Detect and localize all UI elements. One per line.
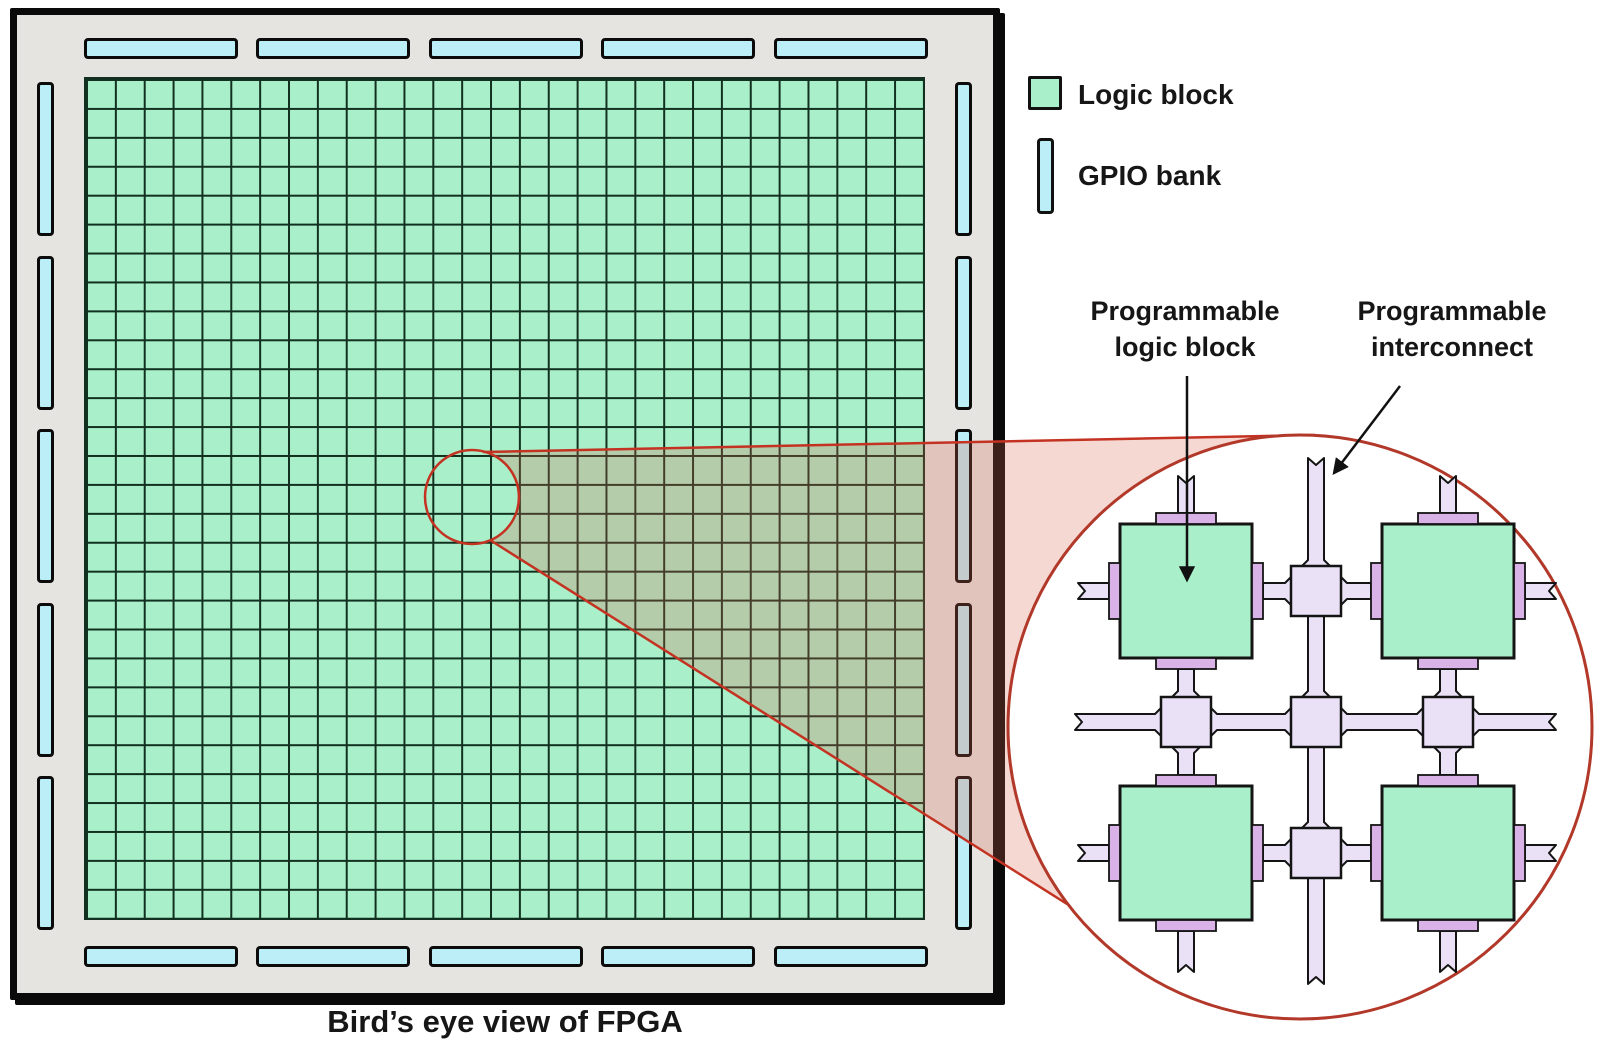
block-pad (1155, 774, 1217, 787)
gpio-bank-right (955, 776, 972, 930)
interconnect-wire (1301, 615, 1331, 698)
interconnect-wire (1340, 576, 1372, 606)
interconnect-wire (1340, 707, 1424, 737)
programmable-logic-block-label-line1: Programmable (1090, 296, 1280, 326)
interconnect-wire (1524, 582, 1557, 600)
interconnect-wire (1074, 707, 1162, 737)
block-pad (1513, 824, 1526, 882)
gpio-bank-left (37, 776, 54, 930)
interconnect-wire (1433, 668, 1463, 698)
zoom-detail-lens (1006, 433, 1594, 1021)
interconnect-wire (1171, 746, 1201, 776)
gpio-bank-swatch (1037, 138, 1054, 214)
programmable-interconnect-switch (1289, 564, 1343, 618)
logic-block-swatch (1028, 76, 1062, 110)
interconnect-wire (1210, 707, 1292, 737)
gpio-bank-left (37, 603, 54, 757)
logic-block-legend-label: Logic block (1078, 79, 1234, 110)
block-pad (1417, 657, 1479, 670)
block-pad (1155, 657, 1217, 670)
gpio-bank-right (955, 82, 972, 236)
block-pad (1108, 562, 1121, 620)
programmable-logic-block (1380, 522, 1516, 660)
interconnect-wire (1433, 746, 1463, 776)
logic-block-grid (84, 77, 925, 920)
interconnect-wire (1301, 457, 1331, 567)
programmable-interconnect-switch (1421, 695, 1475, 749)
interconnect-wire (1177, 930, 1195, 973)
block-pad (1251, 824, 1264, 882)
interconnect-wire (1077, 844, 1110, 862)
interconnect-wire (1472, 707, 1557, 737)
programmable-logic-block-label-line2: logic block (1114, 332, 1256, 362)
interconnect-wire (1340, 838, 1372, 868)
block-pad (1251, 562, 1264, 620)
programmable-interconnect-switch (1289, 695, 1343, 749)
gpio-bank-top (84, 38, 238, 59)
gpio-bank-bottom (774, 946, 928, 967)
gpio-bank-bottom (84, 946, 238, 967)
programmable-interconnect-label-line2: interconnect (1370, 332, 1534, 362)
programmable-logic-block (1118, 784, 1254, 922)
interconnect-callout-arrow (1332, 385, 1401, 475)
interconnect-wire (1439, 475, 1457, 514)
gpio-bank-top (774, 38, 928, 59)
gpio-bank-left (37, 256, 54, 410)
interconnect-wire (1524, 844, 1557, 862)
gpio-bank-left (37, 82, 54, 236)
programmable-logic-block (1118, 522, 1254, 660)
gpio-bank-top (601, 38, 755, 59)
block-pad (1417, 512, 1479, 525)
gpio-bank-top (429, 38, 583, 59)
zoom-detail-circle (1006, 433, 1594, 1021)
block-pad (1108, 824, 1121, 882)
block-pad (1155, 512, 1217, 525)
interconnect-wire (1301, 746, 1331, 829)
programmable-interconnect-label: Programmable interconnect (1302, 293, 1600, 365)
gpio-bank-top (256, 38, 410, 59)
programmable-interconnect-switch (1289, 826, 1343, 880)
gpio-bank-bottom (256, 946, 410, 967)
programmable-interconnect-switch (1159, 695, 1213, 749)
block-pad (1417, 774, 1479, 787)
block-pad (1155, 919, 1217, 932)
programmable-interconnect-label-line1: Programmable (1357, 296, 1547, 326)
interconnect-wire (1262, 576, 1292, 606)
gpio-bank-right (955, 603, 972, 757)
figure-caption: Bird’s eye view of FPGA (327, 1004, 683, 1039)
callout-arrows (1178, 376, 1401, 583)
programmable-logic-block (1380, 784, 1516, 922)
interconnect-wire (1307, 877, 1325, 985)
programmable-logic-block-label: Programmable logic block (1035, 293, 1335, 365)
gpio-bank-right (955, 256, 972, 410)
interconnect-wire (1077, 582, 1110, 600)
interconnect-wire (1177, 475, 1195, 514)
interconnect-wire (1439, 930, 1457, 973)
fpga-chip (10, 8, 1000, 1000)
gpio-bank-bottom (429, 946, 583, 967)
gpio-bank-left (37, 429, 54, 583)
block-pad (1370, 824, 1383, 882)
block-pad (1370, 562, 1383, 620)
gpio-bank-legend-label: GPIO bank (1078, 160, 1222, 191)
interconnect-wire (1262, 838, 1292, 868)
block-pad (1417, 919, 1479, 932)
interconnect-wire (1171, 668, 1201, 698)
gpio-bank-right (955, 429, 972, 583)
gpio-bank-bottom (601, 946, 755, 967)
block-pad (1513, 562, 1526, 620)
